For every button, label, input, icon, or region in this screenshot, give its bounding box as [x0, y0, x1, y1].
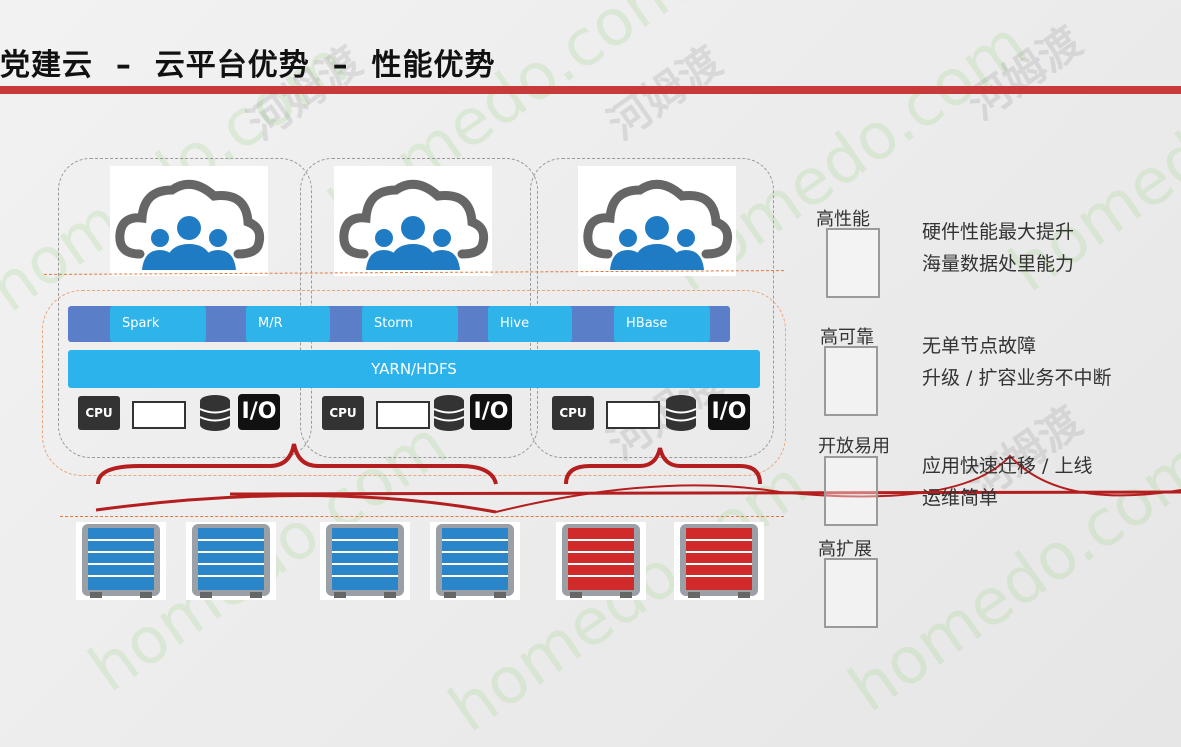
cpu-icon: CPU	[322, 396, 364, 430]
framework-storm: Storm	[362, 306, 458, 342]
feature-icon-performance	[826, 228, 880, 298]
yarn-hdfs-layer: YARN/HDFS	[68, 350, 760, 388]
database-icon	[665, 395, 697, 431]
feature-text-reliability: 无单节点故障升级 / 扩容业务不中断	[922, 335, 1112, 389]
server-blue-icon	[76, 522, 166, 600]
server-red-icon	[556, 522, 646, 600]
feature-icon-scalability	[824, 558, 878, 628]
database-icon	[433, 395, 465, 431]
server-blue-icon	[320, 522, 410, 600]
feature-label-openness: 开放易用	[818, 436, 890, 457]
feature-label-reliability: 高可靠	[820, 327, 874, 348]
server-blue-icon	[186, 522, 276, 600]
server-red-icon	[674, 522, 764, 600]
cpu-icon: CPU	[78, 396, 120, 430]
cloud-users-icon	[578, 166, 736, 276]
database-icon	[199, 395, 231, 431]
feature-text-performance: 硬件性能最大提升海量数据处里能力	[922, 221, 1075, 275]
cpu-icon: CPU	[552, 396, 594, 430]
memory-icon	[376, 401, 430, 429]
framework-hive: Hive	[488, 306, 572, 342]
framework-spark: Spark	[110, 306, 206, 342]
feature-text-openness: 应用快速迁移 / 上线运维简单	[922, 455, 1093, 509]
framework-mr: M/R	[246, 306, 330, 342]
cloud-users-icon	[110, 166, 268, 276]
server-blue-icon	[430, 522, 520, 600]
feature-icon-openness	[824, 456, 878, 526]
cloud-users-icon	[334, 166, 492, 276]
title-underline	[0, 86, 1181, 94]
connection-braces	[95, 443, 1181, 514]
compute-layer-border	[42, 290, 786, 476]
feature-icon-reliability	[824, 346, 878, 416]
feature-label-performance: 高性能	[816, 209, 870, 230]
framework-hbase: HBase	[614, 306, 710, 342]
page-title: 党建云 – 云平台优势 – 性能优势	[0, 48, 496, 83]
feature-label-scalability: 高扩展	[818, 539, 872, 560]
io-icon: I/O	[238, 394, 280, 430]
io-icon: I/O	[708, 394, 750, 430]
divider-line	[60, 516, 784, 517]
memory-icon	[606, 401, 660, 429]
io-icon: I/O	[470, 394, 512, 430]
memory-icon	[132, 401, 186, 429]
